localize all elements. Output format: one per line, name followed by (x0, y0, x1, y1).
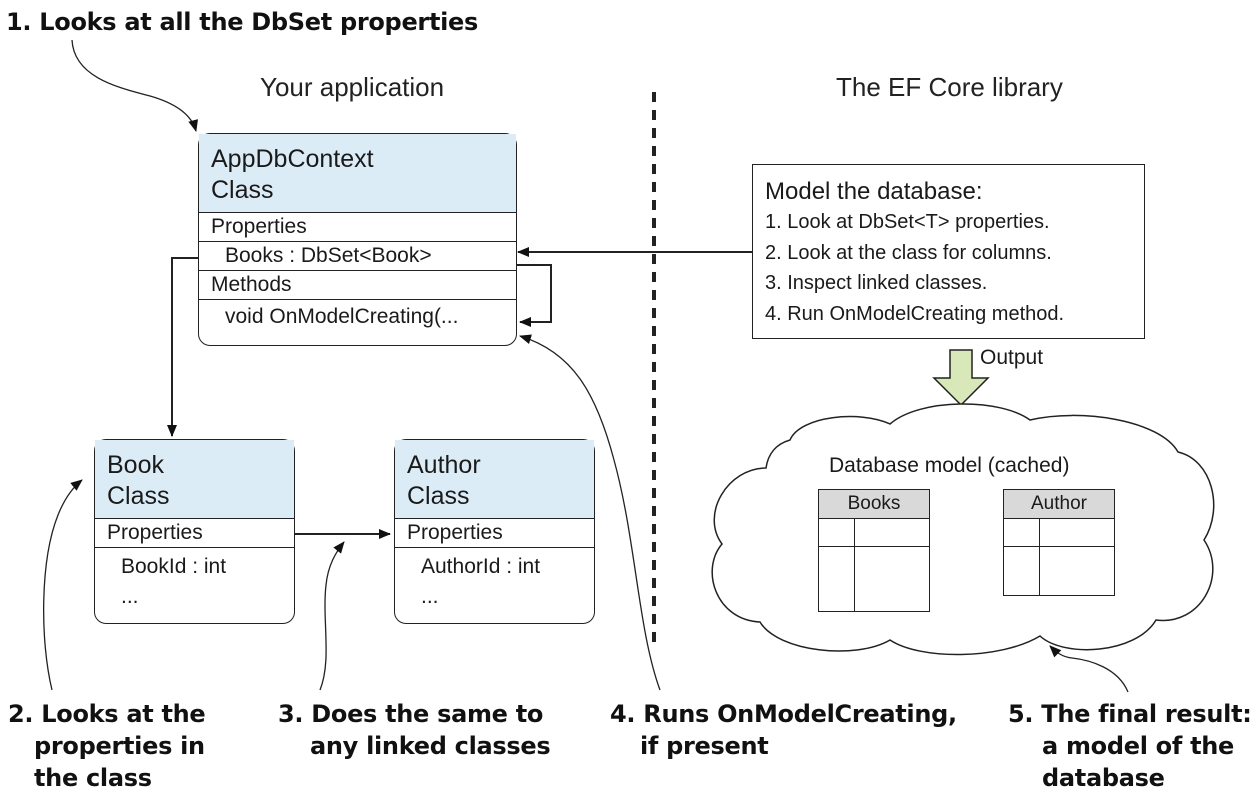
author-property: AuthorId : int (421, 555, 541, 578)
model-step-4: 4. Run OnModelCreating method. (765, 302, 1065, 325)
callout-4-arrow (519, 334, 661, 691)
author-table: Author (1003, 489, 1115, 596)
callout-2-line-2: properties in (34, 732, 205, 760)
author-title-line-1: Author (407, 451, 481, 479)
callout-3-line-2: any linked classes (310, 732, 551, 760)
author-body: AuthorId : int ... (395, 548, 594, 612)
appdbcontext-header: AppDbContext Class (199, 134, 516, 213)
callout-5-arrow (1049, 645, 1129, 693)
model-step-2: 2. Look at the class for columns. (765, 241, 1052, 264)
database-model-title: Database model (cached) (829, 454, 1070, 477)
callout-1-arrow (71, 39, 198, 132)
book-title-line-2: Class (107, 482, 170, 510)
appdbcontext-title-line-1: AppDbContext (211, 145, 374, 173)
callout-2-line-3: the class (34, 764, 152, 792)
section-title-efcore: The EF Core library (836, 72, 1063, 102)
output-arrow (932, 349, 990, 407)
book-header: Book Class (95, 440, 294, 519)
appdbcontext-properties-label: Properties (199, 213, 516, 242)
callout-4-line-2: if present (640, 732, 769, 760)
database-model-cloud (711, 403, 1215, 656)
book-body: BookId : int ... (95, 548, 294, 612)
callout-3: 3. Does the same to any linked classes (278, 698, 551, 762)
appdbcontext-method: void OnModelCreating(... (225, 305, 459, 328)
author-header: Author Class (395, 440, 594, 519)
appdbcontext-class-box: AppDbContext Class Properties Books : Db… (198, 133, 517, 346)
books-table: Books (818, 489, 930, 612)
callout-3-line-1: 3. Does the same to (278, 700, 544, 728)
dbset-to-method-arrow (516, 264, 552, 327)
appdbcontext-dbset-property: Books : DbSet<Book> (199, 242, 516, 271)
model-database-box: Model the database: 1. Look at DbSet<T> … (752, 164, 1145, 339)
dbset-to-book-arrow (167, 257, 198, 437)
appdbcontext-title-line-2: Class (211, 176, 274, 204)
section-title-application: Your application (260, 72, 445, 102)
callout-1: 1. Looks at all the DbSet properties (6, 8, 479, 36)
callout-2: 2. Looks at the properties in the class (8, 698, 206, 794)
book-title-line-1: Book (107, 451, 164, 479)
book-more: ... (121, 585, 139, 608)
books-table-col-divider (854, 519, 855, 611)
author-class-box: Author Class Properties AuthorId : int .… (394, 439, 595, 624)
book-property: BookId : int (121, 555, 227, 578)
model-step-1: 1. Look at DbSet<T> properties. (765, 211, 1050, 233)
book-class-box: Book Class Properties BookId : int ... (94, 439, 295, 624)
callout-2-arrow (43, 479, 83, 691)
callout-5-line-1: 5. The final result: (1008, 700, 1252, 728)
callout-5: 5. The final result: a model of the data… (1008, 698, 1252, 794)
callout-5-line-2: a model of the (1042, 732, 1235, 760)
appdbcontext-methods-label: Methods (199, 271, 516, 300)
books-table-header: Books (819, 490, 929, 519)
books-table-row-divider (819, 546, 929, 547)
callout-2-line-1: 2. Looks at the (8, 700, 206, 728)
model-database-title: Model the database: (765, 178, 983, 205)
author-properties-label: Properties (395, 519, 594, 548)
author-more: ... (421, 585, 439, 608)
output-label: Output (980, 346, 1044, 369)
callout-3-arrow (319, 541, 345, 691)
model-step-3: 3. Inspect linked classes. (765, 272, 988, 294)
book-properties-label: Properties (95, 519, 294, 548)
author-title-line-2: Class (407, 482, 470, 510)
author-table-row-divider (1004, 546, 1114, 547)
author-table-col-divider (1039, 519, 1040, 595)
author-table-header: Author (1004, 490, 1114, 519)
callout-5-line-3: database (1042, 764, 1165, 792)
callout-4: 4. Runs OnModelCreating, if present (610, 698, 957, 762)
callout-4-line-1: 4. Runs OnModelCreating, (610, 700, 957, 728)
